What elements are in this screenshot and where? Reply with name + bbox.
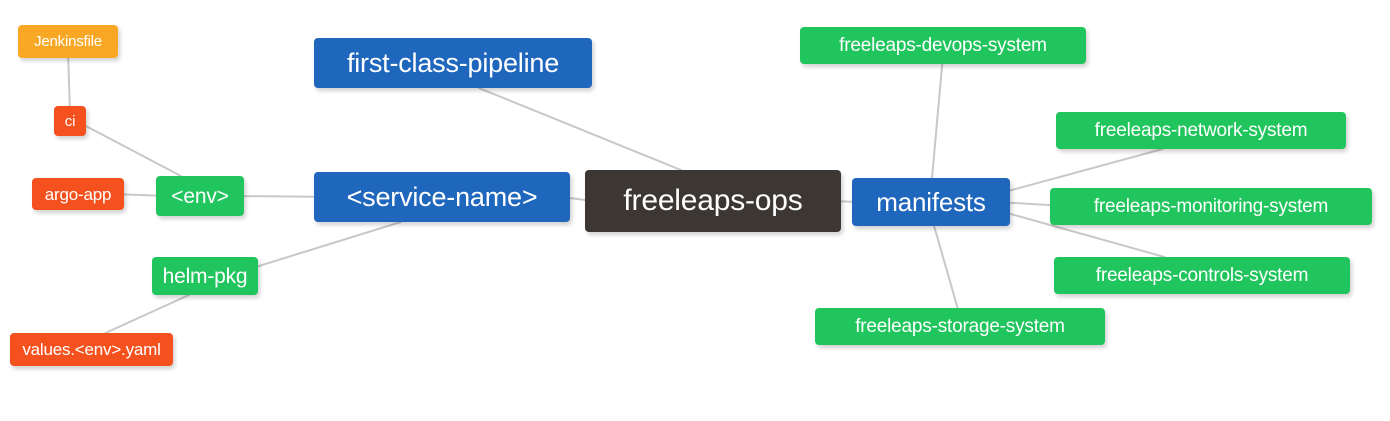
mindmap-node-monitoring[interactable]: freeleaps-monitoring-system <box>1050 188 1372 225</box>
mindmap-node-valuesyaml[interactable]: values.<env>.yaml <box>10 333 173 366</box>
mindmap-node-jenkinsfile[interactable]: Jenkinsfile <box>18 25 118 58</box>
mindmap-node-argoapp[interactable]: argo-app <box>32 178 124 210</box>
mindmap-node-devops[interactable]: freeleaps-devops-system <box>800 27 1086 64</box>
mindmap-node-manifests[interactable]: manifests <box>852 178 1010 226</box>
mindmap-edge-manifests-to-controls <box>1009 212 1166 258</box>
mindmap-node-controls[interactable]: freeleaps-controls-system <box>1054 257 1350 294</box>
mindmap-edge-manifests-to-monitoring <box>1009 201 1051 207</box>
mindmap-edge-service-to-env <box>243 195 315 198</box>
mindmap-node-storage[interactable]: freeleaps-storage-system <box>815 308 1105 345</box>
mindmap-node-pipeline[interactable]: first-class-pipeline <box>314 38 592 88</box>
mindmap-node-service[interactable]: <service-name> <box>314 172 570 222</box>
mindmap-edge-manifests-to-network <box>1009 148 1164 192</box>
mindmap-edge-root-to-service <box>569 197 586 201</box>
mindmap-node-env[interactable]: <env> <box>156 176 244 216</box>
mindmap-edge-ci-to-jenkinsfile <box>67 57 71 107</box>
mindmap-node-helmpkg[interactable]: helm-pkg <box>152 257 258 295</box>
mindmap-edge-root-to-pipeline <box>477 87 682 171</box>
mindmap-edge-service-to-helmpkg <box>257 221 402 268</box>
mindmap-edge-env-to-argoapp <box>123 193 157 197</box>
mindmap-edge-manifests-to-devops <box>931 63 944 179</box>
mindmap-node-root[interactable]: freeleaps-ops <box>585 170 841 232</box>
mindmap-edge-helmpkg-to-valuesyaml <box>104 294 190 334</box>
mindmap-edge-manifests-to-storage <box>933 225 959 309</box>
mindmap-node-ci[interactable]: ci <box>54 106 86 136</box>
mindmap-edge-env-to-ci <box>85 125 182 177</box>
mindmap-node-network[interactable]: freeleaps-network-system <box>1056 112 1346 149</box>
